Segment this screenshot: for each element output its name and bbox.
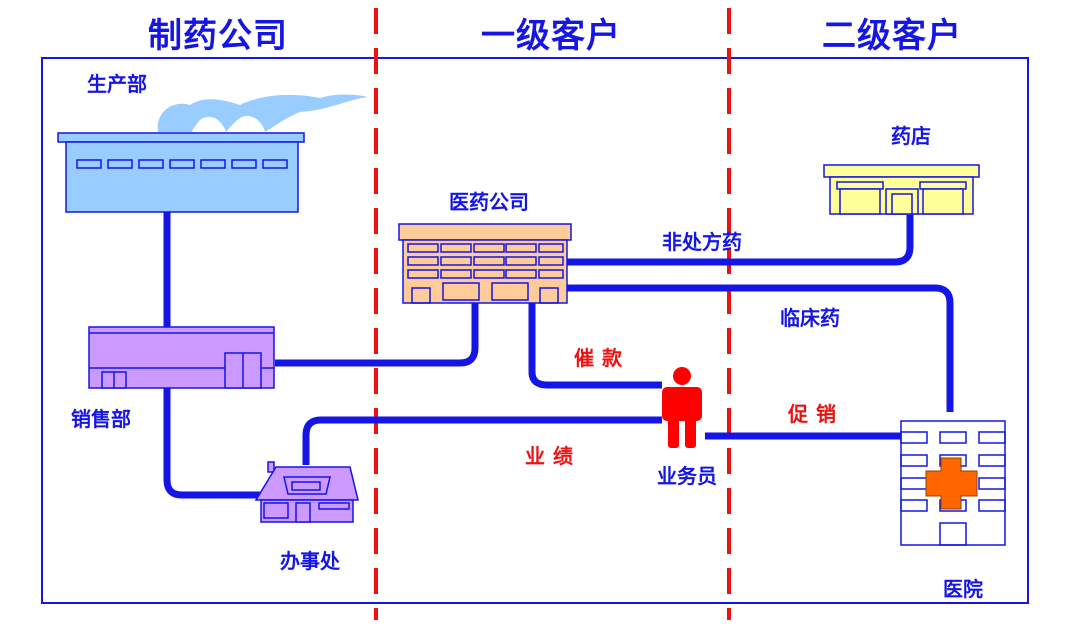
column-header-tier1: 一级客户 [481, 16, 621, 56]
house-icon [254, 461, 359, 523]
line-performance [302, 416, 662, 465]
office-building-icon [398, 223, 572, 304]
edge-promotion: 促销 [788, 402, 844, 426]
diagram-frame [41, 57, 1029, 604]
line-sales-office [163, 388, 262, 499]
column-header-tier2: 二级客户 [822, 16, 962, 56]
edge-clinical: 临床药 [780, 306, 840, 330]
line-sales-distributor [275, 303, 479, 367]
line-otc-pharmacy [567, 215, 914, 266]
factory-icon [57, 94, 368, 213]
label-sales: 销售部 [71, 407, 131, 431]
connections [163, 212, 954, 499]
edge-performance: 业绩 [525, 444, 581, 468]
label-office: 办事处 [280, 549, 340, 573]
label-production: 生产部 [87, 72, 147, 96]
line-collect [528, 303, 662, 389]
store-icon [823, 164, 980, 215]
edge-otc: 非处方药 [662, 230, 742, 254]
edge-collect: 催款 [574, 346, 630, 370]
column-header-pharma: 制药公司 [148, 16, 288, 56]
hospital-icon [900, 420, 1006, 546]
label-distributor: 医药公司 [449, 190, 529, 214]
label-pharmacy: 药店 [891, 124, 931, 148]
line-clinical-hospital [567, 284, 954, 412]
label-hospital: 医院 [943, 577, 983, 601]
label-salesperson: 业务员 [657, 464, 717, 488]
person-icon [662, 367, 702, 448]
warehouse-icon [88, 326, 275, 389]
